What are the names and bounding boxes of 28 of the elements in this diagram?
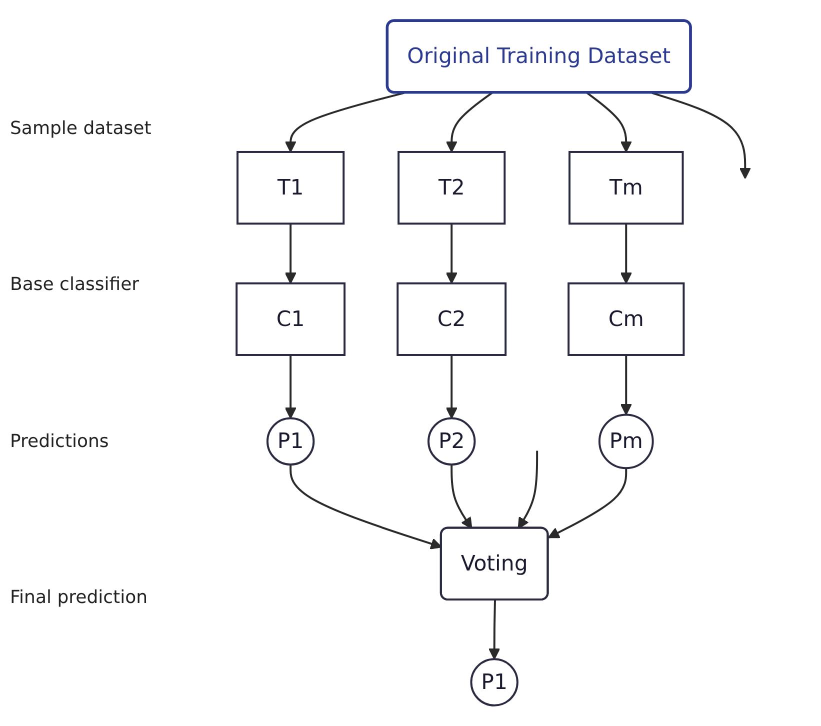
arrow — [284, 224, 296, 284]
arrow — [518, 450, 538, 529]
arrow — [450, 464, 472, 529]
node-circle: P2 — [428, 417, 476, 466]
node-box: Tm — [568, 150, 684, 225]
row-label: Sample dataset — [10, 118, 152, 139]
row-label: Final prediction — [10, 587, 149, 608]
arrow — [652, 92, 751, 180]
row-label: Predictions — [10, 430, 110, 452]
arrow — [446, 224, 458, 284]
arrow — [620, 355, 632, 416]
node-circle: P1 — [266, 417, 315, 466]
arrow — [620, 224, 632, 284]
row-label: Base classifier — [10, 274, 140, 296]
node-box: T1 — [236, 150, 345, 225]
arrow — [548, 468, 628, 538]
node-box: C1 — [236, 282, 346, 356]
node-circle: P1 — [470, 658, 518, 706]
node-box: T2 — [398, 150, 506, 225]
arrow — [284, 355, 296, 419]
arrow — [446, 355, 458, 419]
arrow — [586, 92, 632, 152]
arrow — [284, 92, 404, 152]
arrow — [446, 92, 493, 152]
arrow — [488, 600, 500, 660]
node-circle: Pm — [598, 414, 654, 470]
node-box: Cm — [568, 282, 685, 356]
node-box: C2 — [396, 282, 507, 356]
